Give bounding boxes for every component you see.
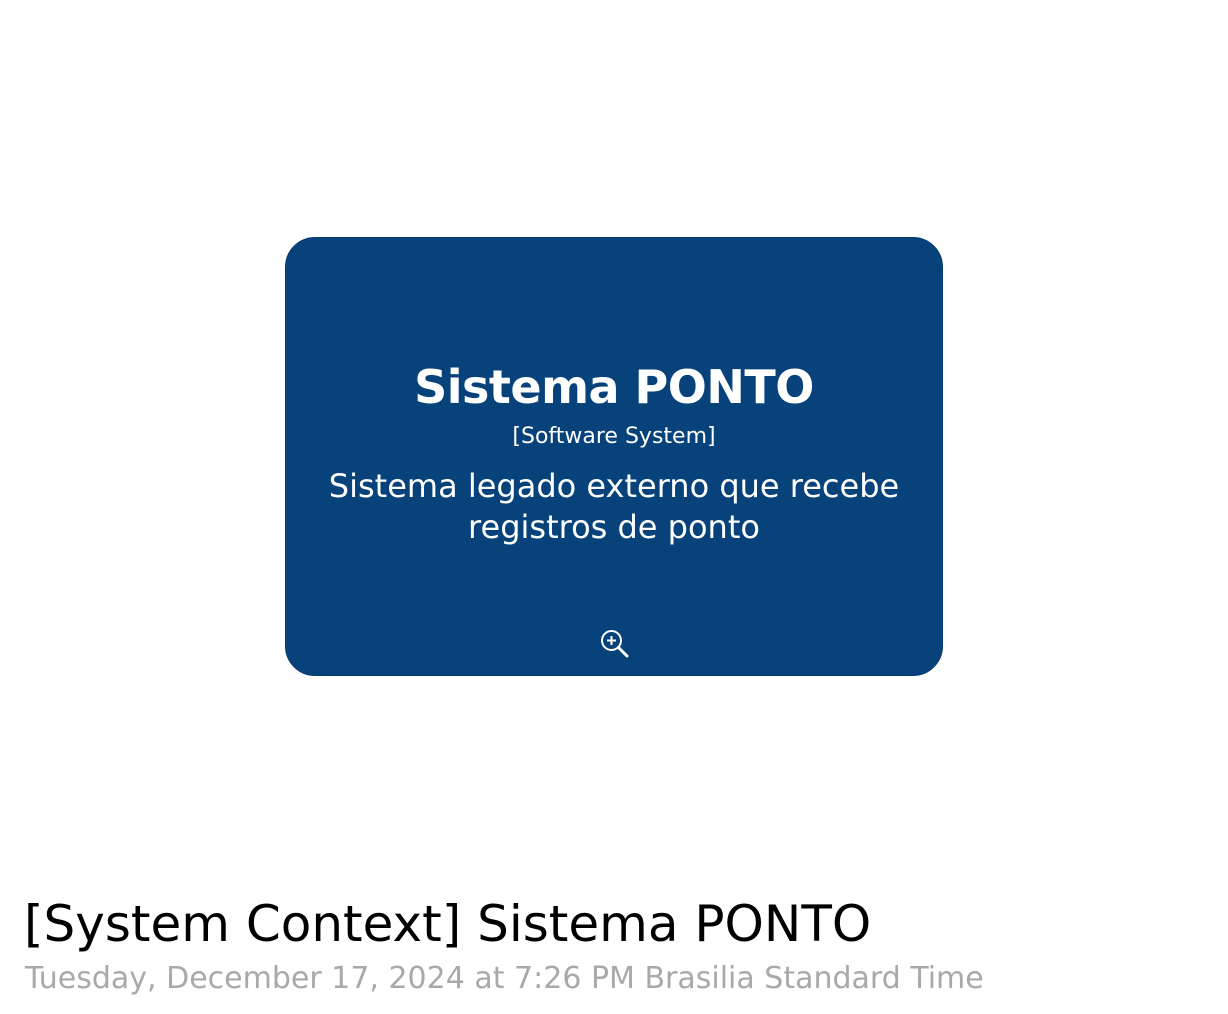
node-description: Sistema legado externo que recebe regist…: [316, 466, 912, 548]
zoom-in-icon[interactable]: [599, 628, 631, 660]
diagram-timestamp: Tuesday, December 17, 2024 at 7:26 PM Br…: [25, 961, 984, 996]
software-system-node[interactable]: Sistema PONTO [Software System] Sistema …: [285, 237, 943, 676]
node-type: [Software System]: [512, 424, 716, 449]
node-description-line: registros de ponto: [468, 508, 760, 546]
node-name: Sistema PONTO: [414, 360, 814, 414]
diagram-title: [System Context] Sistema PONTO: [24, 895, 872, 953]
node-description-line: Sistema legado externo que recebe: [328, 467, 900, 505]
